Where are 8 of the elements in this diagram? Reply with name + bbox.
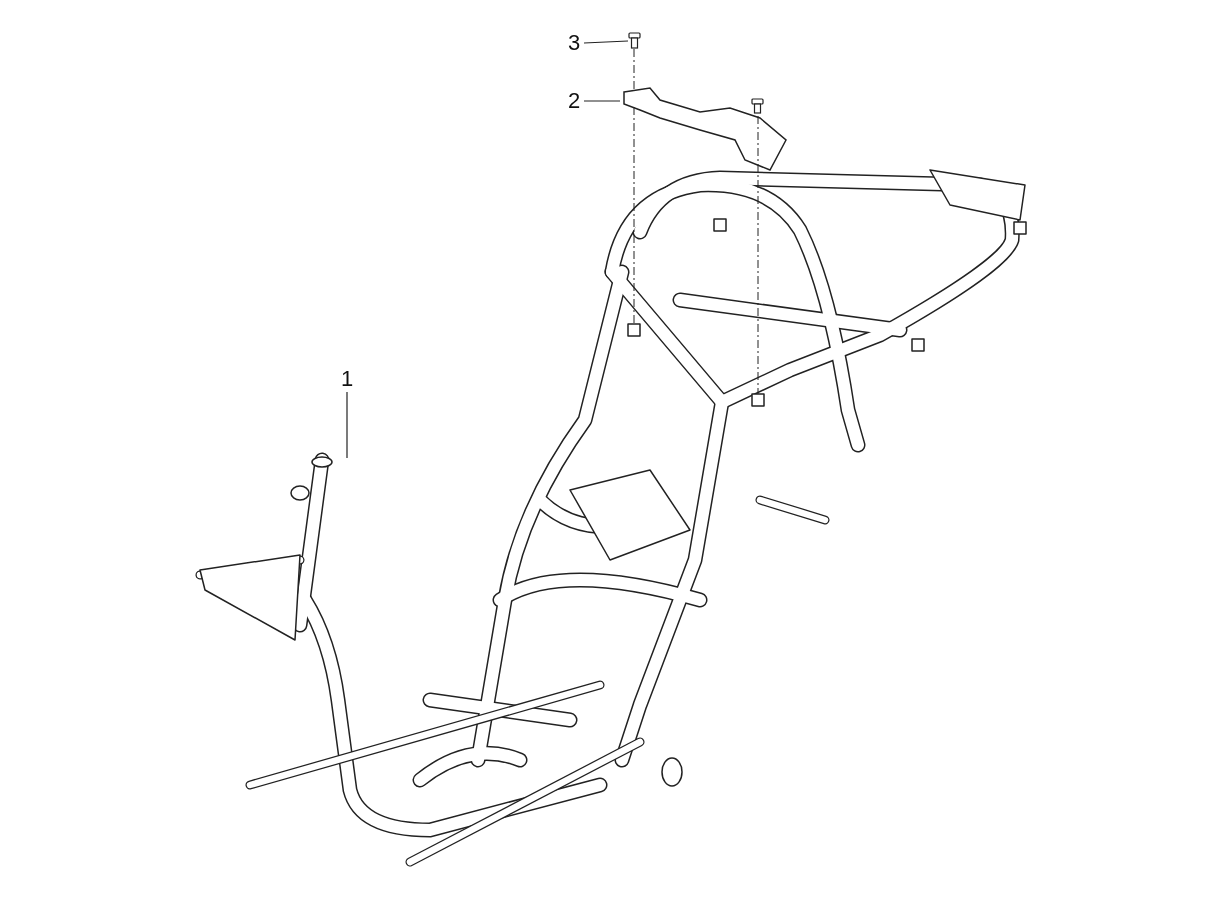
callout-number: 2 [567, 90, 581, 112]
leader-line [583, 40, 629, 44]
assembly-line [633, 106, 635, 325]
callout-number: 3 [567, 32, 581, 54]
leader-line [583, 100, 621, 102]
callout-number: 1 [340, 368, 354, 390]
leader-line [346, 391, 348, 459]
assembly-line [633, 48, 635, 90]
